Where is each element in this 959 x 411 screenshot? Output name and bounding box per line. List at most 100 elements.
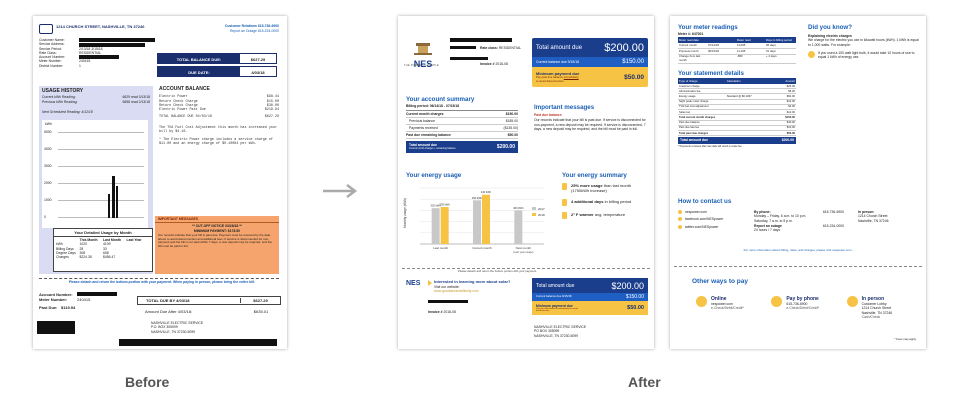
old-chart-gridline xyxy=(58,166,144,167)
old-due-date-box: DUE DATE: 4/03/18 xyxy=(157,66,277,77)
old-report-outage: Report an Outage 615-234-0000 xyxy=(229,28,279,33)
contact-link[interactable]: twitter.com/NESpower xyxy=(678,225,748,229)
chart-legend-label: 2018 xyxy=(538,213,545,217)
statement-row: Customer charge$20.00 xyxy=(678,84,796,90)
old-balance-line: Electric Power$98.44 xyxy=(159,95,279,100)
meter-row: Change from last month-850+ 4 days xyxy=(678,54,796,64)
phone-icon xyxy=(771,296,783,307)
statement-row: Past due balance$40.00 xyxy=(678,121,796,126)
laptop-icon xyxy=(696,296,707,307)
old-detach-note: Please detach and return the bottom port… xyxy=(68,280,256,284)
energy-fact: 2° F warmer avg. temperature xyxy=(562,212,650,219)
before-label: Before xyxy=(125,374,170,390)
old-detail-row: Charges$224.35$456.47 xyxy=(56,255,116,259)
statement-total-row: Total amount due $200.00 xyxy=(678,137,796,144)
old-address-line: 1214 CHURCH STREET, NASHVILLE, TN 37246 xyxy=(56,24,145,29)
nes-logo: NES xyxy=(406,42,440,69)
chart-bar-2017 xyxy=(514,210,523,244)
chart-legend-swatch xyxy=(532,213,536,216)
statement-row: Sales tax$12.00 xyxy=(678,110,796,116)
did-you-know: Did you know? Explaining electric charge… xyxy=(808,24,919,59)
chart-data-label: 330 kWh xyxy=(440,203,451,207)
old-total-due-by-row: TOTAL DUE BY 4/03/18 $627.29 xyxy=(137,296,281,305)
old-meter-number-value: 240415 xyxy=(77,297,91,302)
statement-row: Total current month charges$150.00 xyxy=(678,115,796,121)
facebook-icon xyxy=(678,217,682,222)
calendar-icon xyxy=(562,199,567,206)
energy-usage-title: Your energy usage xyxy=(406,172,462,179)
old-past-due-value: $119.94 xyxy=(61,305,76,310)
old-logo xyxy=(39,24,53,34)
energy-fact: 25% more usage than last month (1750kWh … xyxy=(562,183,650,193)
new-bill-front-page: NES THE POWER OF PEOPLE Rate class: RESI… xyxy=(398,16,654,349)
old-total-balance-box: TOTAL BALANCE DUE: $627.29 xyxy=(157,53,277,64)
contact-link[interactable]: facebook.com/NESpower xyxy=(678,217,748,222)
person-icon xyxy=(846,296,858,307)
old-chart-ytick: 3000 xyxy=(44,164,52,168)
old-customer-relations: Customer Relations 615-736-6900 xyxy=(224,24,279,28)
old-remit-address: NASHVILLE ELECTRIC SERVICE P.O. BOX 3050… xyxy=(151,321,204,334)
old-chart-gridline xyxy=(58,217,144,218)
arrow-icon xyxy=(428,280,432,286)
chart-ylabel: Monthly usage (kWh) xyxy=(403,198,407,228)
new-detach-note: Please detach and return the bottom port… xyxy=(458,269,537,273)
chart-data-label: 390 kWh xyxy=(472,196,483,200)
lightning-icon xyxy=(562,183,567,190)
arrow-right-icon xyxy=(323,184,361,198)
old-balance-line: Return Check Charge$15.00 xyxy=(159,99,279,104)
lightbulb-icon xyxy=(808,50,815,58)
chart-legend-swatch xyxy=(532,207,536,210)
chart-bar-2017 xyxy=(431,208,440,244)
old-chart-bar xyxy=(116,186,118,218)
old-chart-ytick: 4000 xyxy=(44,147,52,151)
old-chart-bar xyxy=(112,176,115,218)
redacted-barcode-bottom xyxy=(119,339,277,346)
redacted-customer-name-new xyxy=(450,38,512,42)
old-usage-history-panel: USAGE HISTORY Current kWh Reading:6629 r… xyxy=(39,86,153,274)
nes-logo-small: NES xyxy=(406,280,421,287)
thermometer-icon xyxy=(562,212,567,219)
after-label: After xyxy=(628,374,661,390)
old-customer-info: Customer Name: Service Address: Service … xyxy=(39,38,103,68)
statement-row: TVA fuel cost adjustment$4.00 xyxy=(678,105,796,111)
new-detach-line xyxy=(402,268,650,269)
old-balance-line: Electric Power Past Due$219.94 xyxy=(159,108,279,112)
statement-row: Administrative fee$5.00 xyxy=(678,89,796,95)
chart-data-label: 300 kWh xyxy=(513,206,524,210)
old-chart-gridline xyxy=(58,200,144,201)
contact-link[interactable]: nespower.com xyxy=(678,210,748,215)
summary-line: Payments received($135.00) xyxy=(406,125,518,132)
twitter-icon xyxy=(678,224,682,229)
chart-category-sublabel: (Last year usage) xyxy=(513,250,533,254)
chart-data-label: 440 kWh xyxy=(481,190,492,194)
redacted-customer-name xyxy=(79,38,155,42)
chart-legend-label: 2017 xyxy=(538,207,545,211)
redacted-account-new xyxy=(450,57,488,60)
redacted-stub-name xyxy=(428,300,468,303)
fees-note: * Fees may apply xyxy=(894,337,916,341)
energy-fact: 4 additional days in billing period xyxy=(562,199,650,206)
account-summary: Your account summary Billing period: 06/… xyxy=(406,96,518,153)
chart-bar-2018 xyxy=(440,207,449,244)
redacted-barcode-left xyxy=(37,321,75,334)
summary-line: Previous balance$185.00 xyxy=(406,118,518,125)
meter-readings: Your meter readings Meter #: 647001 Mete… xyxy=(678,24,796,64)
summary-line: Current month charges$150.00 xyxy=(406,111,518,119)
important-messages: Important messages Past due balance Our … xyxy=(534,104,646,131)
redacted-stub-account xyxy=(77,292,117,296)
statement-row: Past due late fee$10.00 xyxy=(678,126,796,132)
